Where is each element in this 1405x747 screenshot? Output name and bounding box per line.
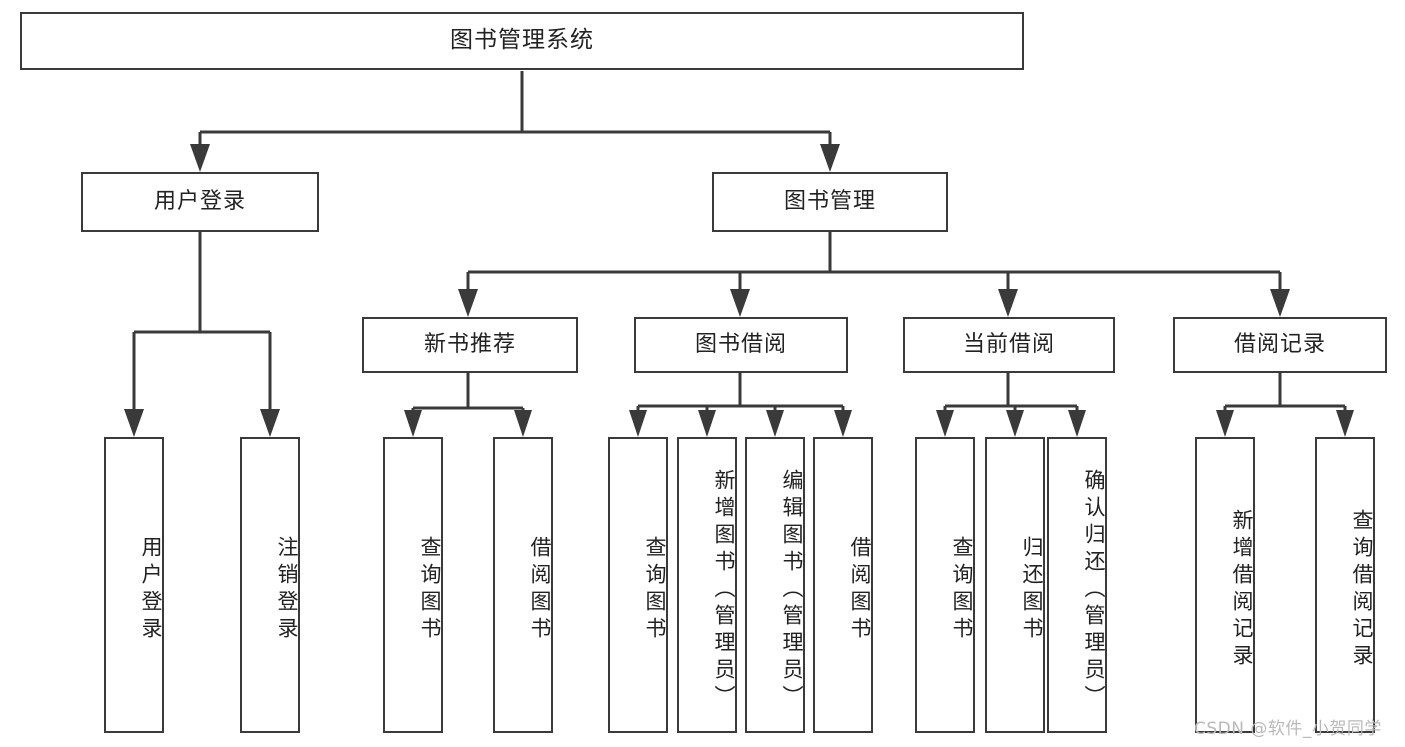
node-label: 归还图书 xyxy=(1020,536,1044,644)
node-label: 新书推荐 xyxy=(423,331,516,357)
leaf-return-book[interactable]: 归还图书 xyxy=(985,437,1045,733)
node-label: 查询图书 xyxy=(950,536,974,644)
node-label: 用户登录 xyxy=(153,188,246,214)
arrow-cu-c1 xyxy=(936,410,954,437)
arrow-bo-c4 xyxy=(834,410,852,437)
leaf-edit-book-admin[interactable]: 编辑图书（管理员） xyxy=(745,437,805,733)
node-borrow-record[interactable]: 借阅记录 xyxy=(1173,317,1387,373)
arrow-rec-c1 xyxy=(404,410,422,437)
node-label: 借阅图书 xyxy=(528,536,552,644)
arrow-bo-c3 xyxy=(766,410,784,437)
node-label: 图书借阅 xyxy=(694,331,787,357)
leaf-query-borrow-record[interactable]: 查询借阅记录 xyxy=(1315,437,1375,733)
leaf-query-book-current[interactable]: 查询图书 xyxy=(915,437,975,733)
arrow-bm-c3 xyxy=(998,289,1018,317)
leaf-user-login[interactable]: 用户登录 xyxy=(104,437,164,733)
leaf-query-book-recommend[interactable]: 查询图书 xyxy=(383,437,443,733)
node-label: 新增借阅记录 xyxy=(1230,509,1254,671)
arrow-rr-c2 xyxy=(1336,410,1354,437)
arrow-bm-c4 xyxy=(1270,289,1290,317)
arrow-bo-c2 xyxy=(698,410,716,437)
node-book-borrow[interactable]: 图书借阅 xyxy=(634,317,848,373)
node-label: 编辑图书（管理员） xyxy=(780,468,804,712)
arrow-cu-c2 xyxy=(1006,410,1024,437)
node-label: 新增图书（管理员） xyxy=(712,468,736,712)
leaf-borrow-book-recommend[interactable]: 借阅图书 xyxy=(493,437,553,733)
node-label: 图书管理 xyxy=(783,188,876,214)
node-label: 查询图书 xyxy=(418,536,442,644)
node-user-login[interactable]: 用户登录 xyxy=(81,172,319,232)
arrow-login-c2 xyxy=(260,409,280,437)
arrow-root-login xyxy=(190,144,210,172)
node-label: 查询借阅记录 xyxy=(1350,509,1374,671)
node-label: 借阅记录 xyxy=(1233,331,1326,357)
node-label: 借阅图书 xyxy=(848,536,872,644)
node-new-book-recommend[interactable]: 新书推荐 xyxy=(362,317,578,373)
leaf-add-borrow-record[interactable]: 新增借阅记录 xyxy=(1195,437,1255,733)
leaf-logout[interactable]: 注销登录 xyxy=(240,437,300,733)
leaf-confirm-return-admin[interactable]: 确认归还（管理员） xyxy=(1047,437,1107,733)
node-label: 确认归还（管理员） xyxy=(1082,468,1106,712)
leaf-query-book-borrow[interactable]: 查询图书 xyxy=(608,437,668,733)
node-label: 查询图书 xyxy=(643,536,667,644)
node-current-borrow[interactable]: 当前借阅 xyxy=(903,317,1115,373)
arrow-cu-c3 xyxy=(1068,410,1086,437)
arrow-login-c1 xyxy=(124,409,144,437)
arrow-bo-c1 xyxy=(629,410,647,437)
node-label: 注销登录 xyxy=(275,536,299,644)
watermark-text: CSDN @软件_小贺同学 xyxy=(1194,719,1382,739)
arrow-rec-c2 xyxy=(514,410,532,437)
arrow-root-bookmgmt xyxy=(820,144,840,172)
leaf-borrow-book[interactable]: 借阅图书 xyxy=(813,437,873,733)
node-label: 图书管理系统 xyxy=(450,27,594,54)
arrow-bm-c1 xyxy=(458,289,478,317)
node-label: 当前借阅 xyxy=(962,331,1055,357)
node-label: 用户登录 xyxy=(139,536,163,644)
leaf-add-book-admin[interactable]: 新增图书（管理员） xyxy=(677,437,737,733)
node-book-management[interactable]: 图书管理 xyxy=(712,172,948,232)
arrow-rr-c1 xyxy=(1216,410,1234,437)
node-book-management-system[interactable]: 图书管理系统 xyxy=(20,12,1024,70)
arrow-bm-c2 xyxy=(730,289,750,317)
